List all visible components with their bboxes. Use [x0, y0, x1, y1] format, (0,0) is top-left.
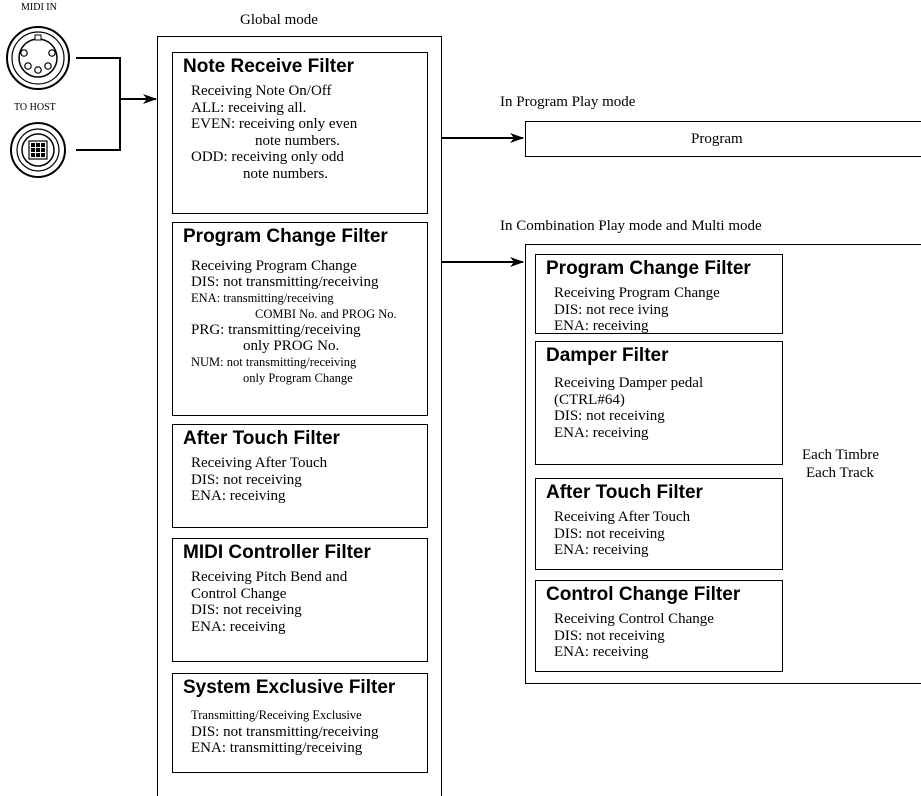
filter-description: Receiving Damper pedal (CTRL#64) DIS: no…: [554, 375, 704, 441]
filter-title: Control Change Filter: [546, 584, 741, 605]
program-box-label: Program: [691, 131, 743, 147]
filter-description: Receiving Control Change DIS: not receiv…: [554, 611, 714, 660]
filter-title: Program Change Filter: [546, 258, 751, 279]
each-timbre-label: Each Timbre: [802, 447, 880, 463]
combi-after-touch-filter-box: After Touch Filter Receiving After Touch…: [535, 478, 783, 570]
filter-description: Receiving After Touch DIS: not receiving…: [554, 509, 691, 558]
filter-description: Receiving Note On/Off ALL: receiving all…: [191, 83, 358, 182]
control-change-filter-box: Control Change Filter Receiving Control …: [535, 580, 783, 672]
to-host-label: TO HOST: [14, 102, 56, 113]
program-change-filter-box: Program Change Filter Receiving Program …: [172, 222, 428, 416]
global-mode-title: Global mode: [240, 12, 318, 28]
system-exclusive-filter-box: System Exclusive Filter Transmitting/Rec…: [172, 673, 428, 773]
filter-title: MIDI Controller Filter: [183, 542, 371, 563]
filter-description: Receiving After Touch DIS: not receiving…: [191, 455, 328, 504]
midi-in-label: MIDI IN: [21, 2, 57, 13]
combination-mode-label: In Combination Play mode and Multi mode: [500, 218, 762, 234]
filter-title: System Exclusive Filter: [183, 677, 396, 698]
filter-description: Receiving Pitch Bend and Control Change …: [191, 569, 348, 635]
filter-title: Damper Filter: [546, 345, 669, 366]
each-track-label: Each Track: [806, 465, 874, 481]
filter-description: Receiving Program Change DIS: not transm…: [191, 258, 397, 385]
filter-title: Note Receive Filter: [183, 56, 355, 77]
filter-title: Program Change Filter: [183, 226, 388, 247]
to-host-connector: [76, 99, 121, 151]
damper-filter-box: Damper Filter Receiving Damper pedal (CT…: [535, 341, 783, 465]
program-box: Program: [525, 121, 921, 157]
midi-in-connector: [76, 57, 121, 99]
after-touch-filter-box: After Touch Filter Receiving After Touch…: [172, 424, 428, 528]
filter-description: Receiving Program Change DIS: not rece i…: [554, 285, 720, 334]
note-receive-filter-box: Note Receive Filter Receiving Note On/Of…: [172, 52, 428, 214]
program-play-label: In Program Play mode: [500, 94, 636, 110]
midi-in-port-icon: [6, 26, 70, 90]
to-host-port-icon: [10, 122, 66, 178]
midi-controller-filter-box: MIDI Controller Filter Receiving Pitch B…: [172, 538, 428, 662]
filter-title: After Touch Filter: [183, 428, 340, 449]
filter-title: After Touch Filter: [546, 482, 703, 503]
filter-description: Transmitting/Receiving Exclusive DIS: no…: [191, 708, 379, 756]
combi-program-change-filter-box: Program Change Filter Receiving Program …: [535, 254, 783, 334]
